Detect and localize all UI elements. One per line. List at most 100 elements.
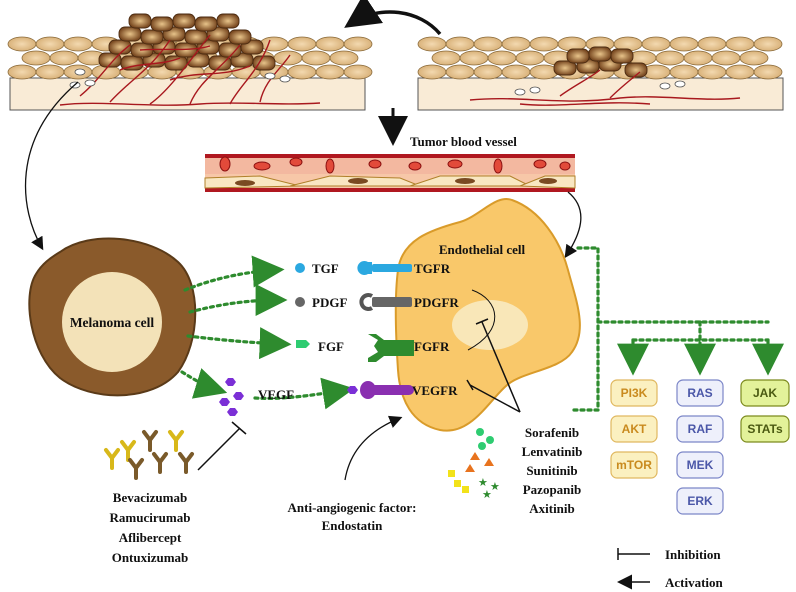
tissue-cell [21,50,51,66]
antibody-icon [178,452,194,474]
ligand-fgf: FGF [318,339,344,354]
melanoma-cell: Melanoma cell [28,237,197,397]
drug-lenvatinib: Lenvatinib [522,444,583,459]
pathway-stats: STATs [747,422,783,436]
drug-ontuxizumab: Ontuxizumab [112,550,189,565]
pathway-mtor: mTOR [616,458,652,472]
tissue-right-panel [417,36,784,111]
tissue-cell [35,36,65,52]
drug-bevacizumab: Bevacizumab [113,490,187,505]
tissue-cell [7,36,37,52]
drug-ramucirumab: Ramucirumab [110,510,191,525]
tumor-cell [150,16,174,32]
tumor-cell [216,13,240,29]
pathway-pi3k: PI3K [621,386,648,400]
pathway-mek: MEK [687,458,714,472]
receptor-pdgfr: PDGFR [414,295,459,310]
tissue-cell [697,36,727,52]
tissue-cell [329,50,359,66]
tissue-cell [655,50,685,66]
tissue-cell [417,36,447,52]
antibody-drug-list: Bevacizumab Ramucirumab Aflibercept Ontu… [110,490,191,565]
tumor-cell [172,13,196,29]
progression-arrow [344,0,442,36]
tissue-cell [739,50,769,66]
tumor-cell [566,48,590,64]
tissue-cell [63,36,93,52]
tumor-cell [588,46,612,62]
tissue-cell [343,36,373,52]
tissue-cell [343,64,373,80]
drug-pazopanib: Pazopanib [523,482,582,497]
tgfr-receptor [357,261,412,276]
tissue-left-panel [7,13,373,111]
tissue-cell [431,50,461,66]
tissue-cell [669,36,699,52]
tissue-cell [487,50,517,66]
pathway-akt: AKT [622,422,647,436]
pdgfr-receptor [359,293,412,311]
tissue-cell [753,36,783,52]
tumor-cell [553,60,577,76]
tissue-cell [445,36,475,52]
tissue-cell [259,36,289,52]
tissue-cell [7,64,37,80]
pathway-jak: JAK [753,386,777,400]
tissue-cell [473,36,503,52]
pathway-raf: RAF [688,422,713,436]
svg-text:★: ★ [490,480,500,493]
tumor-cell [218,42,242,58]
pathway-ras: RAS [687,386,712,400]
tissue-cell [445,64,475,80]
tissue-cell [473,64,503,80]
svg-text:★: ★ [478,476,488,489]
tissue-cell [49,50,79,66]
ligand-tgf: TGF [312,261,339,276]
tissue-cell [501,64,531,80]
tumor-cell [624,62,648,78]
tissue-cell [417,64,447,80]
tissue-cell [529,36,559,52]
drug-aflibercept: Aflibercept [119,530,182,545]
antibody-icon [152,452,168,474]
tissue-cell [35,64,65,80]
drug-axitinib: Axitinib [529,501,575,516]
arrow-to-melanoma [24,81,79,251]
tumor-cell [610,48,634,64]
receptor-fgfr: FGFR [414,339,450,354]
tissue-cell [459,50,489,66]
tumor-cell [194,16,218,32]
antibody-icons [104,430,194,480]
antibody-icon [104,448,120,470]
tissue-cell [753,64,783,80]
svg-text:★: ★ [482,488,492,501]
pathway-erk: ERK [687,494,713,508]
ras-pathway: RAS RAF MEK ERK [676,379,724,515]
tissue-cell [287,36,317,52]
receptor-vegfr: VEGFR [412,383,458,398]
tissue-cell [683,50,713,66]
tki-inhibition-lines [466,318,521,413]
ligand-vegf: VEGF [258,387,294,402]
fgfr-receptor [368,334,414,362]
tissue-cell [641,36,671,52]
anti-angiogenic-label: Anti-angiogenic factor: [288,500,417,515]
tissue-cell [711,50,741,66]
legend: Inhibition Activation [617,547,724,590]
melanoma-cell-label: Melanoma cell [70,315,155,330]
antibody-icon [168,430,184,452]
pi3k-pathway: PI3K AKT mTOR [610,379,658,479]
tissue-cell [669,64,699,80]
tissue-cell [697,64,727,80]
endostatin-arrow [344,415,403,481]
antibody-icon [128,458,144,480]
endostatin-label: Endostatin [322,518,383,533]
tissue-cell [515,50,545,66]
tissue-cell [301,50,331,66]
vegf-cluster [219,378,244,416]
blood-vessel [204,154,576,192]
tumor-cell [128,13,152,29]
tumor-cell [118,26,142,42]
